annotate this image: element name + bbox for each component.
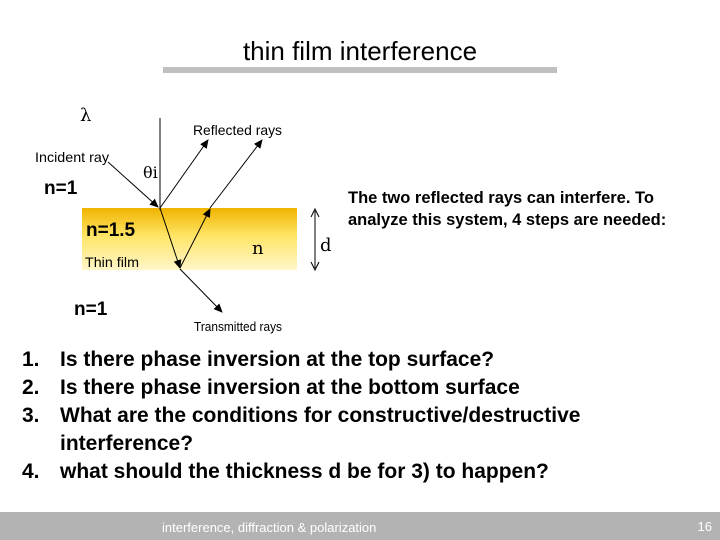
lambda-label: λ bbox=[80, 105, 91, 126]
step-text: what should the thickness d be for 3) to… bbox=[60, 460, 549, 483]
step-text: What are the conditions for constructive… bbox=[60, 404, 581, 455]
step-number: 2. bbox=[22, 376, 40, 399]
reflected-rays-label: Reflected rays bbox=[193, 122, 282, 138]
refracted-ray bbox=[159, 207, 182, 269]
internal-reflected-ray bbox=[179, 208, 211, 269]
n-symbol: n bbox=[252, 238, 264, 259]
thickness-arrow-top bbox=[310, 207, 320, 218]
n-top-label: n=1 bbox=[44, 178, 78, 199]
incident-ray-label: Incident ray bbox=[35, 149, 109, 165]
n-film-label: n=1.5 bbox=[86, 220, 136, 241]
step-item: 4. what should the thickness d be for 3)… bbox=[22, 458, 702, 486]
step-text: Is there phase inversion at the top surf… bbox=[60, 348, 495, 371]
step-number: 1. bbox=[22, 348, 40, 371]
footer-bar: interference, diffraction & polarization… bbox=[0, 512, 720, 540]
step-text: Is there phase inversion at the bottom s… bbox=[60, 376, 520, 399]
d-symbol: d bbox=[320, 235, 332, 256]
title-underline bbox=[163, 67, 557, 73]
theta-label: θi bbox=[143, 163, 158, 182]
steps-list: 1. Is there phase inversion at the top s… bbox=[22, 346, 702, 486]
step-number: 4. bbox=[22, 460, 40, 483]
step-item: 1. Is there phase inversion at the top s… bbox=[22, 346, 702, 374]
thickness-arrow-bottom bbox=[310, 261, 320, 272]
slide-title: thin film interference bbox=[242, 36, 478, 66]
incident-ray bbox=[107, 161, 159, 208]
n-bottom-label: n=1 bbox=[74, 299, 108, 320]
reflected-ray-1 bbox=[159, 139, 209, 209]
step-item: 2. Is there phase inversion at the botto… bbox=[22, 374, 702, 402]
transmitted-rays-label: Transmitted rays bbox=[194, 319, 282, 334]
reflected-ray-2 bbox=[209, 139, 263, 209]
film-label: Thin film bbox=[85, 254, 139, 270]
transmitted-ray bbox=[179, 268, 223, 313]
step-item: 3. What are the conditions for construct… bbox=[22, 402, 702, 458]
thin-film-layer bbox=[82, 208, 297, 270]
explanation-text: The two reflected rays can interfere. To… bbox=[348, 189, 667, 229]
step-number: 3. bbox=[22, 404, 40, 427]
page-number: 16 bbox=[697, 519, 712, 534]
footer-title: interference, diffraction & polarization bbox=[162, 520, 377, 535]
